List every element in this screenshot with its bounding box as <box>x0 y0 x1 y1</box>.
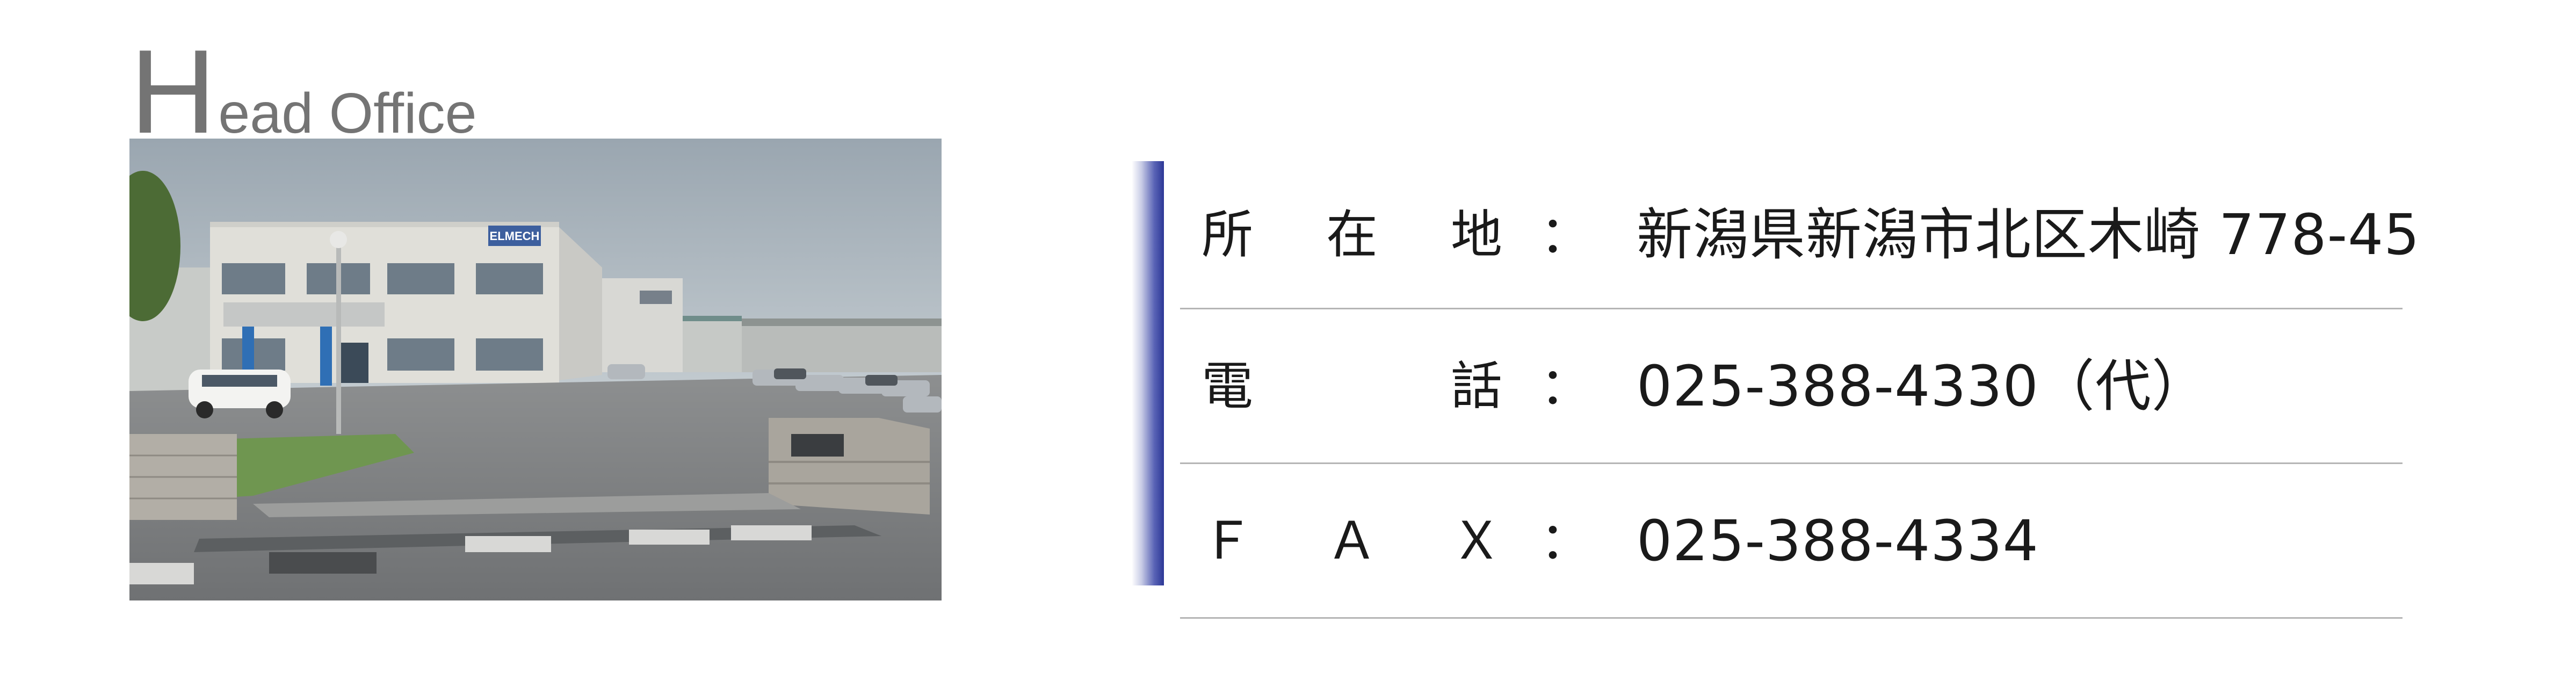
address-label-char: 所 <box>1202 204 1253 265</box>
phone-label-char: 話 <box>1451 356 1502 416</box>
phone-colon: ： <box>1540 356 1591 416</box>
office-building-photo: ELMECH <box>129 139 942 600</box>
fax-colon: ： <box>1540 510 1591 571</box>
fax-label-char: Ｆ <box>1202 510 1253 571</box>
address-value: 新潟県新潟市北区木崎 778-45 <box>1637 201 2420 267</box>
page-title-rest: ead Office <box>218 82 477 145</box>
page-title: Head Office <box>130 32 477 151</box>
company-info-table: 所 在 地 ： 新潟県新潟市北区木崎 778-45 電 話 ： 025-388-… <box>1180 161 2419 619</box>
phone-label: 電 話 <box>1202 360 1502 412</box>
fax-label: Ｆ Ａ Ｘ <box>1202 515 1502 567</box>
address-colon: ： <box>1540 204 1591 265</box>
address-label-char: 地 <box>1451 204 1502 265</box>
info-row-fax: Ｆ Ａ Ｘ ： 025-388-4334 <box>1180 464 2403 619</box>
building-sign-text: ELMECH <box>490 229 540 243</box>
address-label: 所 在 地 <box>1202 209 1502 260</box>
fax-label-char: Ｘ <box>1451 510 1502 571</box>
info-row-phone: 電 話 ： 025-388-4330（代） <box>1180 309 2403 464</box>
fax-value: 025-388-4334 <box>1637 508 2039 574</box>
info-row-address: 所 在 地 ： 新潟県新潟市北区木崎 778-45 <box>1180 161 2419 309</box>
page-title-initial: H <box>130 25 216 158</box>
fax-label-char: Ａ <box>1326 510 1378 571</box>
phone-value: 025-388-4330（代） <box>1637 353 2208 419</box>
info-accent-bar <box>1132 161 1164 585</box>
address-label-char: 在 <box>1326 204 1378 265</box>
phone-label-char: 電 <box>1202 356 1253 416</box>
office-building-illustration: ELMECH <box>129 139 942 600</box>
